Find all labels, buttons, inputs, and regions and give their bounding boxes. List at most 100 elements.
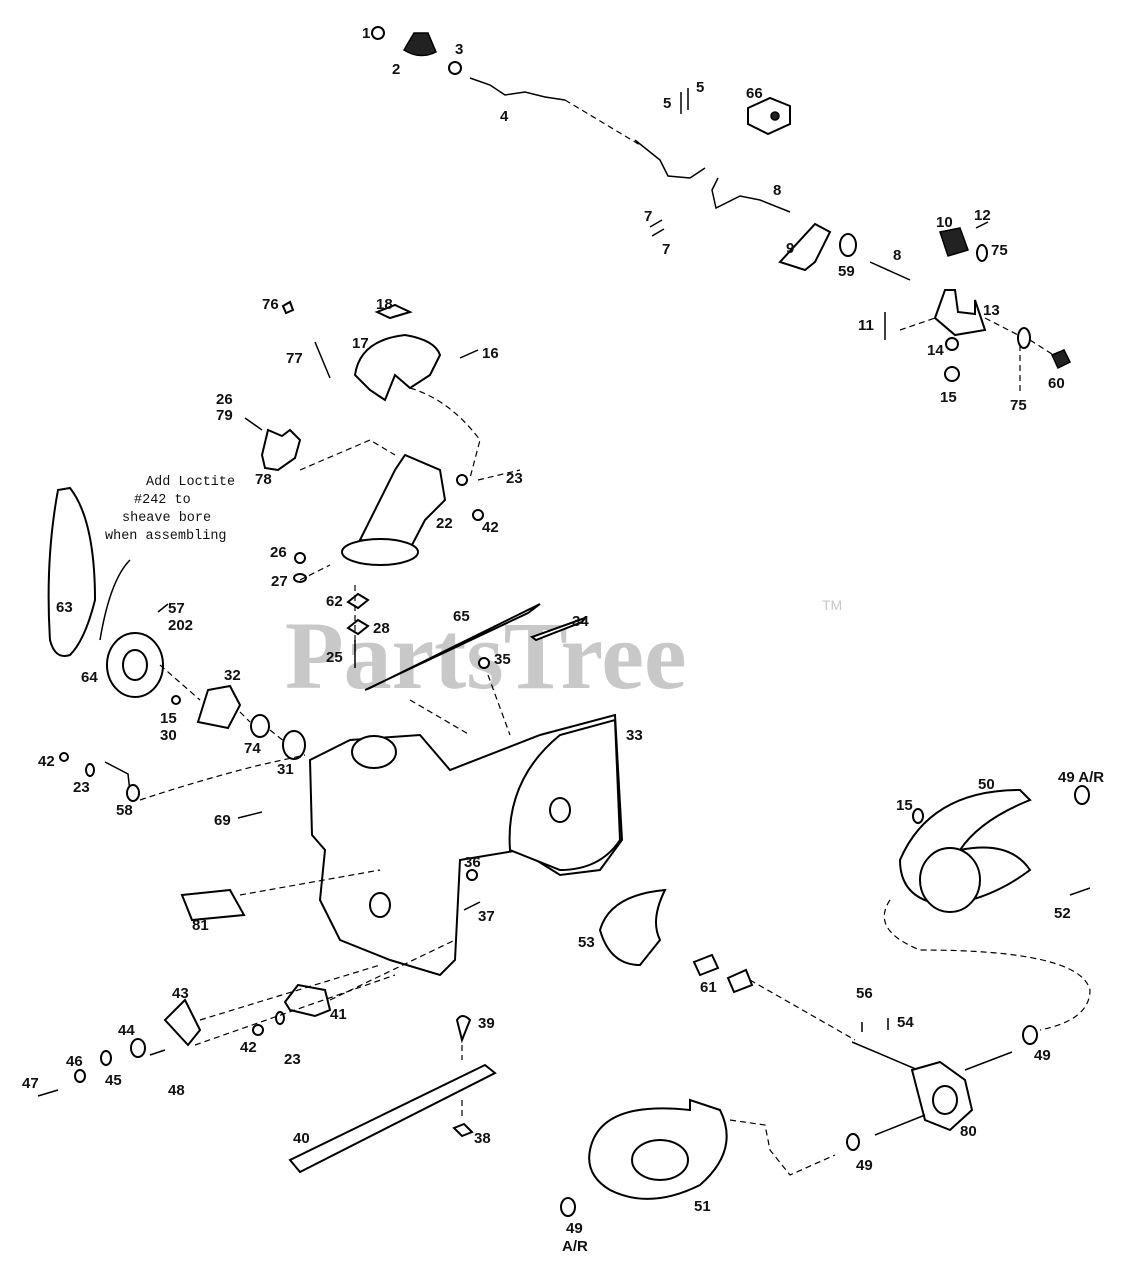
part-9-bracket xyxy=(778,222,832,272)
pulley-assembly xyxy=(47,486,306,819)
label-part: 78 xyxy=(255,471,272,488)
part-77-rod xyxy=(314,341,331,379)
part-48-bolt xyxy=(149,1049,166,1056)
part-13-bracket xyxy=(933,289,987,337)
part-18-shim xyxy=(374,303,413,320)
part-65-shave-plate xyxy=(364,603,541,691)
label-part: 47 xyxy=(22,1075,39,1092)
part-37-bolt xyxy=(463,901,481,911)
label-part: 48 xyxy=(168,1082,185,1099)
part-81-decal xyxy=(180,888,246,922)
label-part: 53 xyxy=(578,934,595,951)
label-part: 18 xyxy=(376,296,393,313)
part-42-nut xyxy=(252,1024,264,1036)
label-part: 5 xyxy=(663,95,671,112)
label-part: 61 xyxy=(700,979,717,996)
note-line-3: sheave bore xyxy=(122,511,211,526)
note-line-1: Add Loctite xyxy=(146,475,235,490)
label-part: 75 xyxy=(1010,397,1027,414)
label-part: 39 xyxy=(478,1015,495,1032)
part-15-nut xyxy=(912,808,924,824)
part-12-pin xyxy=(975,221,989,229)
part-4-crank-end xyxy=(634,139,706,179)
label-part: 44 xyxy=(118,1022,135,1039)
label-part: 54 xyxy=(897,1014,914,1031)
part-41-skid xyxy=(283,983,332,1018)
label-part: 23 xyxy=(506,470,523,487)
part-58-bracket xyxy=(104,761,131,793)
label-part: 58 xyxy=(116,802,133,819)
label-part: 15 xyxy=(940,389,957,406)
label-part: 43 xyxy=(172,985,189,1002)
part-7-pins xyxy=(651,228,665,237)
label-part: 59 xyxy=(838,263,855,280)
housing-assembly xyxy=(180,603,624,977)
label-part: 49 xyxy=(566,1220,583,1237)
label-part: 8 xyxy=(773,182,781,199)
label-part: 13 xyxy=(983,302,1000,319)
label-part: 69 xyxy=(214,812,231,829)
label-part: 52 xyxy=(1054,905,1071,922)
part-35-nut xyxy=(478,657,490,669)
label-part: 35 xyxy=(494,651,511,668)
label-part: 37 xyxy=(478,908,495,925)
label-part: 22 xyxy=(436,515,453,532)
part-60-nut xyxy=(1050,349,1072,370)
part-78-gear xyxy=(260,428,302,472)
label-part: 56 xyxy=(856,985,873,1002)
part-26-screw xyxy=(244,417,263,431)
label-part: 40 xyxy=(293,1130,310,1147)
impeller-assembly xyxy=(883,785,1091,1031)
label-part: 50 xyxy=(978,776,995,793)
label-part: 79 xyxy=(216,407,233,424)
part-52-bolt xyxy=(1069,887,1091,896)
label-part: 7 xyxy=(662,241,670,258)
label-part: 25 xyxy=(326,649,343,666)
part-59-washer xyxy=(839,233,857,257)
label-part: 28 xyxy=(373,620,390,637)
label-part: 4 xyxy=(500,108,509,125)
label-part: 49 xyxy=(1034,1047,1051,1064)
label-part: 63 xyxy=(56,599,73,616)
label-part: 46 xyxy=(66,1053,83,1070)
label-part: 7 xyxy=(644,208,652,225)
label-part: 9 xyxy=(786,240,794,257)
label-part: 17 xyxy=(352,335,369,352)
label-part: 60 xyxy=(1048,375,1065,392)
label-part: 5 xyxy=(696,79,704,96)
label-part: 26 xyxy=(270,544,287,561)
part-49-washer-2 xyxy=(1022,1025,1038,1045)
label-part: 11 xyxy=(858,317,874,334)
part-1-washer xyxy=(371,26,385,40)
label-part: 10 xyxy=(936,214,953,231)
part-39-bolt xyxy=(455,1015,472,1044)
part-26-bolt xyxy=(294,552,306,564)
part-16-bolt xyxy=(459,349,479,359)
part-61-bushing xyxy=(692,953,720,977)
part-74-bearing xyxy=(250,714,270,738)
label-part: 15 xyxy=(896,797,913,814)
label-part: 49 A/R xyxy=(1058,769,1104,786)
part-53-auger xyxy=(598,888,667,967)
part-23-washer xyxy=(85,763,95,777)
part-2-knob xyxy=(402,32,437,57)
part-27-washer xyxy=(293,573,307,583)
label-part: 74 xyxy=(244,740,261,757)
label-part: 80 xyxy=(960,1123,977,1140)
label-part: 49 xyxy=(856,1157,873,1174)
part-75-washer xyxy=(976,244,988,262)
part-28-plate xyxy=(346,618,370,636)
housing-chute-opening xyxy=(351,735,397,769)
part-80-shaft-left xyxy=(851,1041,919,1071)
label-part: 36 xyxy=(464,854,481,871)
part-23-washer xyxy=(456,474,468,486)
label-part: 75 xyxy=(991,242,1008,259)
part-42-nut xyxy=(472,509,484,521)
label-part: 12 xyxy=(974,207,991,224)
label-part: 77 xyxy=(286,350,303,367)
label-part: 31 xyxy=(277,761,294,778)
part-69-bolt xyxy=(237,811,263,819)
label-part: 26 xyxy=(216,391,233,408)
note-line-4: when assembling xyxy=(105,529,227,544)
